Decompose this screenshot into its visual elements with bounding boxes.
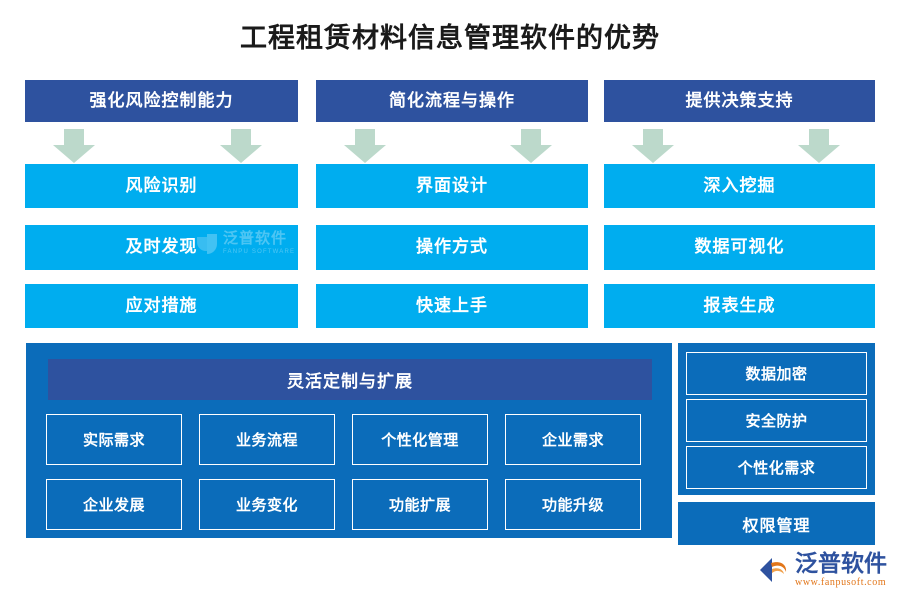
column-header-3[interactable]: 提供决策支持	[604, 80, 875, 122]
security-cell-2[interactable]: 安全防护	[686, 399, 867, 442]
down-arrow-icon	[798, 129, 840, 163]
column-header-2[interactable]: 简化流程与操作	[316, 80, 588, 122]
security-cell-1[interactable]: 数据加密	[686, 352, 867, 395]
stage-box-3-2[interactable]: 数据可视化	[604, 225, 875, 270]
stage-box-2-2[interactable]: 操作方式	[316, 225, 588, 270]
security-panel	[678, 343, 875, 495]
fanpu-logo-icon	[758, 555, 790, 585]
panel-cell-r1-c3[interactable]: 个性化管理	[352, 414, 488, 465]
stage-box-1-2[interactable]: 及时发现	[25, 225, 298, 270]
panel-cell-r1-c2[interactable]: 业务流程	[199, 414, 335, 465]
stage-box-1-1[interactable]: 风险识别	[25, 164, 298, 208]
brand-name: 泛普软件	[795, 551, 887, 576]
down-arrow-icon	[220, 129, 262, 163]
panel-cell-r1-c4[interactable]: 企业需求	[505, 414, 641, 465]
down-arrow-icon	[53, 129, 95, 163]
stage-box-2-3[interactable]: 快速上手	[316, 284, 588, 328]
stage-box-2-1[interactable]: 界面设计	[316, 164, 588, 208]
panel-title-flexible[interactable]: 灵活定制与扩展	[48, 359, 652, 400]
down-arrow-icon	[632, 129, 674, 163]
stage-box-1-3[interactable]: 应对措施	[25, 284, 298, 328]
column-header-1[interactable]: 强化风险控制能力	[25, 80, 298, 122]
brand-logo: 泛普软件 www.fanpusoft.com	[758, 552, 887, 588]
down-arrow-icon	[510, 129, 552, 163]
panel-cell-r2-c2[interactable]: 业务变化	[199, 479, 335, 530]
panel-cell-r2-c3[interactable]: 功能扩展	[352, 479, 488, 530]
permission-management-box[interactable]: 权限管理	[678, 502, 875, 545]
stage-box-3-1[interactable]: 深入挖掘	[604, 164, 875, 208]
panel-cell-r1-c1[interactable]: 实际需求	[46, 414, 182, 465]
down-arrow-icon	[344, 129, 386, 163]
stage-box-3-3[interactable]: 报表生成	[604, 284, 875, 328]
panel-cell-r2-c1[interactable]: 企业发展	[46, 479, 182, 530]
page-title: 工程租赁材料信息管理软件的优势	[240, 23, 660, 53]
brand-url: www.fanpusoft.com	[795, 577, 887, 588]
security-cell-3[interactable]: 个性化需求	[686, 446, 867, 489]
panel-cell-r2-c4[interactable]: 功能升级	[505, 479, 641, 530]
